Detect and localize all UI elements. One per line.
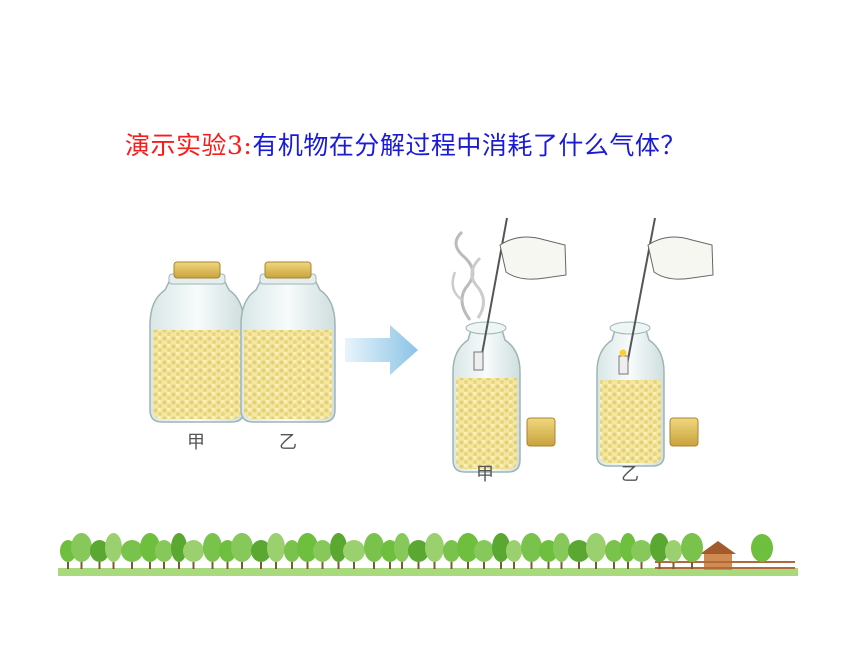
tree-trunk (513, 562, 515, 569)
tree-icon (90, 540, 109, 562)
house-icon (700, 541, 736, 570)
tree-trunk (401, 562, 403, 569)
left-jar-a-label: 甲 (187, 432, 205, 453)
tree-trunk (613, 562, 615, 569)
tree-trunk (291, 562, 293, 569)
tree-icon (457, 533, 479, 562)
tree-trunk (389, 562, 391, 569)
tree-icon (183, 540, 204, 562)
tree-trunk (658, 562, 661, 569)
tree-trunk (417, 562, 420, 569)
tree-trunk (163, 562, 165, 569)
title-prefix: 演示实验3: (125, 131, 253, 160)
tree-line-decoration (58, 568, 798, 576)
tree-icon (155, 540, 173, 562)
tree-trunk (467, 562, 469, 569)
tree-trunk (672, 562, 675, 569)
left-jar-a (149, 261, 245, 423)
right-jar-a-label: 甲 (476, 464, 494, 485)
left-jar-b-label: 乙 (279, 432, 297, 453)
tree-trunk (321, 562, 324, 569)
right-jar-a (451, 217, 567, 473)
tree-icon (586, 533, 606, 562)
tree-trunk (530, 562, 533, 569)
tree-trunk (98, 562, 101, 569)
tree-icon (650, 533, 669, 562)
tree-icon (105, 533, 122, 562)
tree-icon (408, 540, 429, 562)
arrow-icon (345, 325, 418, 375)
tree-icon (492, 533, 510, 562)
tree-icon (71, 533, 92, 562)
tree-trunk (483, 562, 485, 569)
tree-trunk (373, 562, 375, 569)
tree-trunk (149, 562, 151, 569)
tree-icon (251, 540, 271, 562)
tree-trunk (433, 562, 436, 569)
tree-icon (665, 540, 682, 562)
tree-icon (267, 533, 285, 562)
slide-title: 演示实验3:有机物在分解过程中消耗了什么气体？ (125, 126, 686, 162)
tree-trunk (547, 562, 550, 569)
left-jar-b (240, 261, 336, 423)
tree-trunk (560, 562, 563, 569)
right-jar-b (596, 217, 714, 467)
tree-trunk (192, 562, 195, 569)
tree-icon (343, 540, 365, 562)
tree-trunk (337, 562, 340, 569)
tree-icon (425, 533, 444, 562)
tree-trunk (691, 562, 693, 569)
tree-icon (443, 540, 460, 562)
tree-icon (364, 533, 384, 562)
tree-icon (521, 533, 542, 562)
title-question: 有机物在分解过程中消耗了什么气体？ (252, 131, 686, 160)
tree-icon (751, 534, 773, 562)
tree-icon (313, 540, 332, 562)
tree-trunk (67, 562, 69, 569)
tree-icon (553, 533, 570, 562)
tree-icon (474, 540, 494, 562)
tree-icon (605, 540, 623, 562)
right-jar-b-label: 乙 (621, 464, 639, 485)
tree-icon (394, 533, 410, 562)
tree-icon (506, 540, 522, 562)
tree-icon (231, 533, 253, 562)
tree-trunk (112, 562, 115, 569)
tree-trunk (595, 562, 597, 569)
tree-icon (203, 533, 222, 562)
tree-icon (121, 540, 143, 562)
tree-trunk (578, 562, 580, 569)
tree-icon (171, 533, 187, 562)
tree-trunk (500, 562, 502, 569)
tree-icon (681, 533, 703, 562)
tree-trunk (260, 562, 262, 569)
tree-trunk (226, 562, 229, 569)
tree-trunk (275, 562, 277, 569)
tree-trunk (80, 562, 83, 569)
tree-icon (330, 533, 347, 562)
tree-trunk (306, 562, 309, 569)
tree-trunk (640, 562, 643, 569)
tree-icon (284, 540, 300, 562)
tree-trunk (131, 562, 133, 569)
tree-trunk (627, 562, 629, 569)
tree-icon (568, 540, 590, 562)
tree-icon (140, 533, 160, 562)
tree-trunk (178, 562, 180, 569)
tree-icon (631, 540, 652, 562)
tree-trunk (241, 562, 243, 569)
tree-trunk (450, 562, 453, 569)
tree-icon (297, 533, 318, 562)
tree-trunk (353, 562, 355, 569)
fence-decoration (655, 561, 795, 569)
tree-trunk (211, 562, 214, 569)
